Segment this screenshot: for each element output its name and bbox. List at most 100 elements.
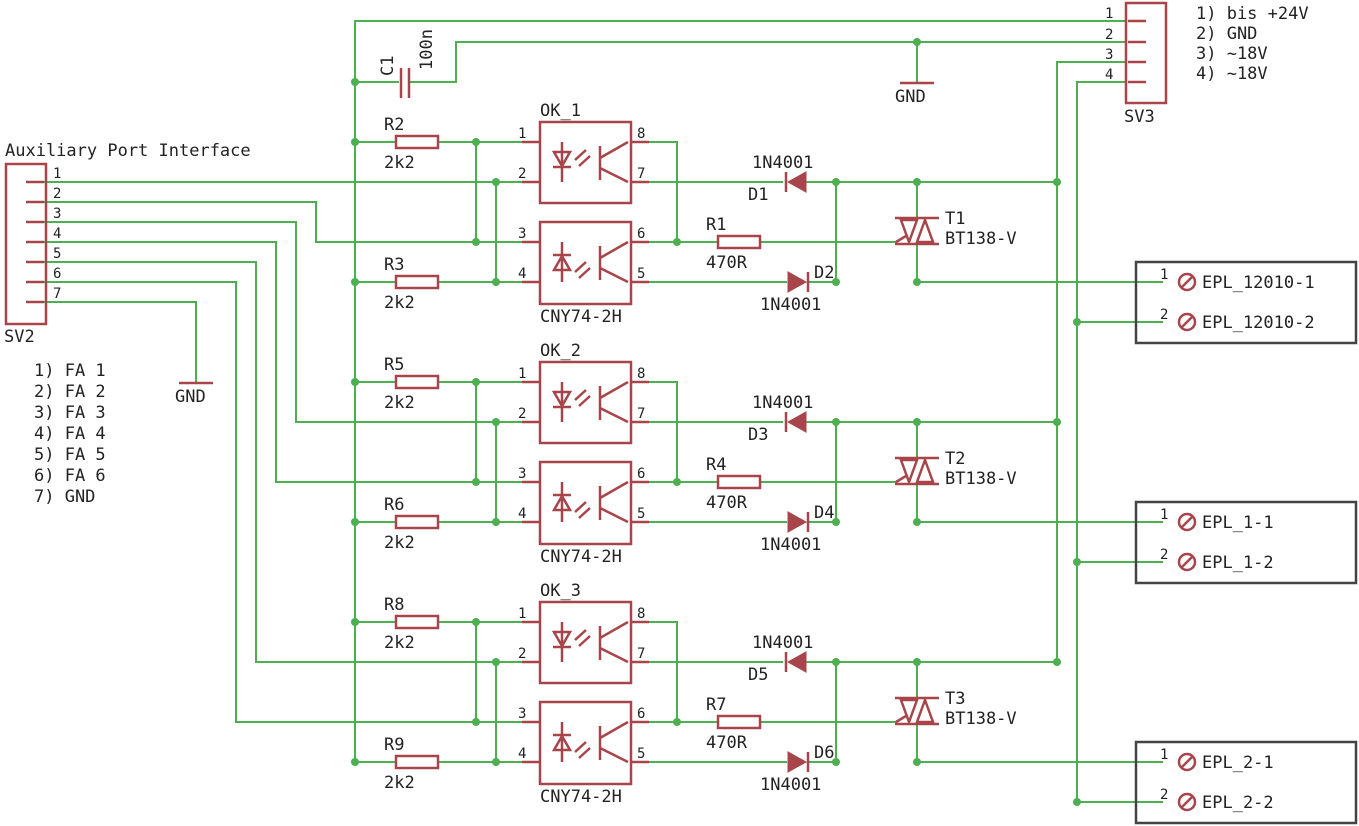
diode-bot [787, 751, 810, 773]
ok-pin-5: 5 [637, 506, 645, 522]
r-gate-value: 470R [706, 253, 748, 273]
conn-pin-2: 2 [1160, 307, 1168, 323]
r-gate-name: R4 [706, 455, 726, 475]
r-top-name: R2 [384, 115, 404, 135]
diode-bot [787, 511, 810, 533]
d-top-value: 1N4001 [752, 393, 813, 413]
output-connector [1134, 500, 1358, 585]
sv2-legend-4: 4) FA 4 [34, 424, 106, 444]
resistor-gate [716, 234, 762, 250]
wire-18v-b [1076, 81, 1125, 803]
optocoupler-lower [522, 700, 649, 786]
r-gate-name: R7 [706, 695, 726, 715]
resistor-bot [394, 514, 440, 530]
c1-value: 100n [417, 29, 437, 70]
channel-block-1: OK_1 CNY74-2H 1 2 3 4 5 6 7 8 R2 2k2 R3 … [351, 101, 1358, 345]
triac-name: T3 [945, 689, 965, 709]
ok-pin-4: 4 [518, 506, 526, 522]
d-bot-value: 1N4001 [760, 295, 821, 315]
sv2-legend-3: 3) FA 3 [34, 403, 106, 423]
ok-name: OK_3 [540, 581, 581, 601]
sv2-pin-7: 7 [53, 286, 61, 302]
d-bot-name: D4 [814, 503, 834, 523]
ok-pin-2: 2 [518, 166, 526, 182]
r-bot-name: R3 [384, 255, 404, 275]
ok-pin-4: 4 [518, 746, 526, 762]
global-wires [44, 20, 1125, 803]
sv3-legend-4: 4) ~18V [1196, 64, 1268, 84]
wire-fa4 [44, 241, 523, 483]
resistor-top [394, 374, 440, 390]
output-connector [1134, 740, 1358, 825]
diode-bot [787, 271, 810, 293]
ok-pin-7: 7 [637, 406, 645, 422]
ok-pin-3: 3 [518, 706, 526, 722]
ok-pin-6: 6 [637, 706, 645, 722]
d-bot-name: D6 [814, 743, 834, 763]
sv3-pin-4: 4 [1105, 67, 1113, 83]
r-bot-value: 2k2 [384, 533, 415, 553]
gnd-symbol-sv2: GND [175, 381, 213, 407]
sv3-pin-3: 3 [1105, 47, 1113, 63]
ok-pin-1: 1 [518, 126, 526, 142]
optocoupler-upper [522, 360, 649, 445]
ok-pin-1: 1 [518, 606, 526, 622]
diode-top [784, 651, 807, 673]
conn-label-2: EPL_12010-2 [1202, 313, 1315, 333]
conn-label-2: EPL_2-2 [1202, 793, 1274, 813]
conn-label-1: EPL_1-1 [1202, 513, 1274, 533]
r-top-value: 2k2 [384, 153, 415, 173]
ok-pin-8: 8 [637, 366, 645, 382]
sv3-legend-1: 1) bis +24V [1196, 4, 1309, 24]
sv2-pin-3: 3 [53, 206, 61, 222]
conn-label-2: EPL_1-2 [1202, 553, 1274, 573]
triac [895, 696, 939, 726]
junctions [351, 138, 1081, 326]
conn-pin-2: 2 [1160, 787, 1168, 803]
resistor-top [394, 614, 440, 630]
ok-name: OK_1 [540, 101, 581, 121]
triac-value: BT138-V [945, 709, 1017, 729]
r-top-value: 2k2 [384, 633, 415, 653]
r-gate-name: R1 [706, 215, 726, 235]
triac-name: T1 [945, 209, 965, 229]
triac-value: BT138-V [945, 229, 1017, 249]
d-top-name: D5 [748, 665, 768, 685]
r-bot-value: 2k2 [384, 293, 415, 313]
ok-pin-8: 8 [637, 606, 645, 622]
channel-block-2: OK_2 CNY74-2H 1 2 3 4 5 6 7 8 R5 2k2 R6 … [351, 341, 1358, 585]
channel-block-3: OK_3 CNY74-2H 1 2 3 4 5 6 7 8 R8 2k2 R9 … [351, 581, 1358, 825]
sv2-pin-4: 4 [53, 226, 61, 242]
conn-label-1: EPL_2-1 [1202, 753, 1274, 773]
triac-value: BT138-V [945, 469, 1017, 489]
d-top-name: D1 [748, 185, 768, 205]
ok-type: CNY74-2H [540, 307, 622, 327]
optocoupler-lower [522, 460, 649, 546]
triac [895, 216, 939, 246]
ok-type: CNY74-2H [540, 547, 622, 567]
conn-pin-1: 1 [1160, 267, 1168, 283]
sv2-pin-6: 6 [53, 266, 61, 282]
connector-sv3: 1 2 3 4 SV3 [1105, 1, 1168, 127]
d-bot-name: D2 [814, 263, 834, 283]
sv2-pin-2: 2 [53, 186, 61, 202]
d-bot-value: 1N4001 [760, 775, 821, 795]
sv3-pin-1: 1 [1105, 6, 1113, 22]
sv2-pin-stubs [26, 180, 44, 304]
triac [895, 456, 939, 486]
sv2-title: Auxiliary Port Interface [5, 141, 251, 161]
triac-name: T2 [945, 449, 965, 469]
c1-name: C1 [378, 56, 398, 76]
ok-pin-4: 4 [518, 266, 526, 282]
r-bot-name: R6 [384, 495, 404, 515]
r-gate-value: 470R [706, 733, 748, 753]
sv3-pin-2: 2 [1105, 27, 1113, 43]
wire-fa5 [44, 261, 523, 663]
sv3-legend: 1) bis +24V 2) GND 3) ~18V 4) ~18V [1196, 4, 1309, 84]
resistor-bot [394, 274, 440, 290]
wire-triac-bot [916, 723, 1163, 763]
gnd-label-sv2: GND [175, 387, 206, 407]
sv2-pin-5: 5 [53, 246, 61, 262]
d-bot-value: 1N4001 [760, 535, 821, 555]
